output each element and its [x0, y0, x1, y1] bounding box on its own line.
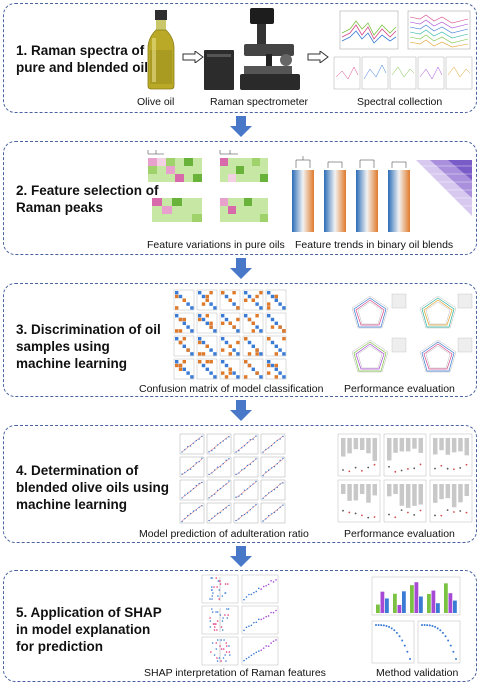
step-3-title-line1: 3. Discrimination of oil: [16, 322, 161, 337]
step-5-title: 5. Application of SHAP in model explanat…: [16, 604, 162, 655]
method-validation-image: [371, 576, 461, 664]
raman-spectrometer-image: [204, 8, 300, 90]
step-4-title-line1: 4. Determination of: [16, 463, 139, 478]
caption-feature-trends: Feature trends in binary oil blends: [295, 239, 454, 251]
spectra-plots-image: [333, 10, 473, 90]
prediction-scatter-grid-image: [179, 433, 286, 524]
step-5-title-line2: in model explanation: [16, 622, 151, 637]
blend-trend-heatmaps-image: [292, 156, 472, 232]
caption-shap-interpretation: SHAP interpretation of Raman features: [144, 667, 326, 679]
step-3-title-line2: samples using: [16, 339, 110, 354]
caption-raman-spectrometer: Raman spectrometer: [210, 96, 309, 108]
step-4-title-line3: machine learning: [16, 497, 128, 512]
step-5-title-line1: 5. Application of SHAP: [16, 605, 162, 620]
confusion-matrix-grid-image: [173, 289, 287, 380]
step-1-panel: 1. Raman spectra of pure and blended oil…: [3, 3, 477, 113]
step-1-title-line1: 1. Raman spectra of: [16, 43, 145, 58]
step-2-title-line2: Raman peaks: [16, 200, 104, 215]
flow-arrow-icon: [182, 51, 204, 63]
step-4-title-line2: blended olive oils using: [16, 480, 170, 495]
step-3-panel: 3. Discrimination of oil samples using m…: [3, 283, 477, 397]
pure-oil-heatmaps-image: [147, 150, 268, 222]
caption-spectral-collection: Spectral collection: [357, 96, 443, 108]
caption-method-validation: Method validation: [376, 667, 459, 679]
down-arrow-icon: [230, 546, 252, 567]
step-3-title-line3: machine learning: [16, 356, 128, 371]
performance-bars-image: [337, 433, 473, 523]
step-3-title: 3. Discrimination of oil samples using m…: [16, 321, 161, 372]
caption-model-prediction: Model prediction of adulteration ratio: [139, 528, 309, 540]
caption-olive-oil: Olive oil: [137, 96, 175, 108]
step-2-title-line1: 2. Feature selection of: [16, 183, 159, 198]
shap-plots-image: [201, 574, 279, 666]
step-4-title: 4. Determination of blended olive oils u…: [16, 462, 169, 513]
caption-performance-evaluation-4: Performance evaluation: [344, 528, 455, 540]
down-arrow-icon: [230, 258, 252, 279]
olive-oil-bottle-image: [147, 10, 175, 90]
step-2-panel: 2. Feature selection of Raman peaks: [3, 141, 477, 255]
caption-performance-evaluation-3: Performance evaluation: [344, 383, 455, 395]
step-5-title-line3: for prediction: [16, 639, 103, 654]
caption-feature-variations: Feature variations in pure oils: [147, 239, 285, 251]
caption-confusion-matrix: Confusion matrix of model classification: [139, 383, 324, 395]
step-4-panel: 4. Determination of blended olive oils u…: [3, 425, 477, 543]
flow-arrow-icon: [307, 51, 329, 63]
down-arrow-icon: [230, 116, 252, 137]
step-2-title: 2. Feature selection of Raman peaks: [16, 182, 159, 216]
step-1-title: 1. Raman spectra of pure and blended oil…: [16, 42, 156, 76]
step-1-title-line2: pure and blended oils: [16, 60, 156, 75]
step-5-panel: 5. Application of SHAP in model explanat…: [3, 570, 477, 682]
radar-charts-image: [351, 293, 473, 373]
down-arrow-icon: [230, 400, 252, 421]
